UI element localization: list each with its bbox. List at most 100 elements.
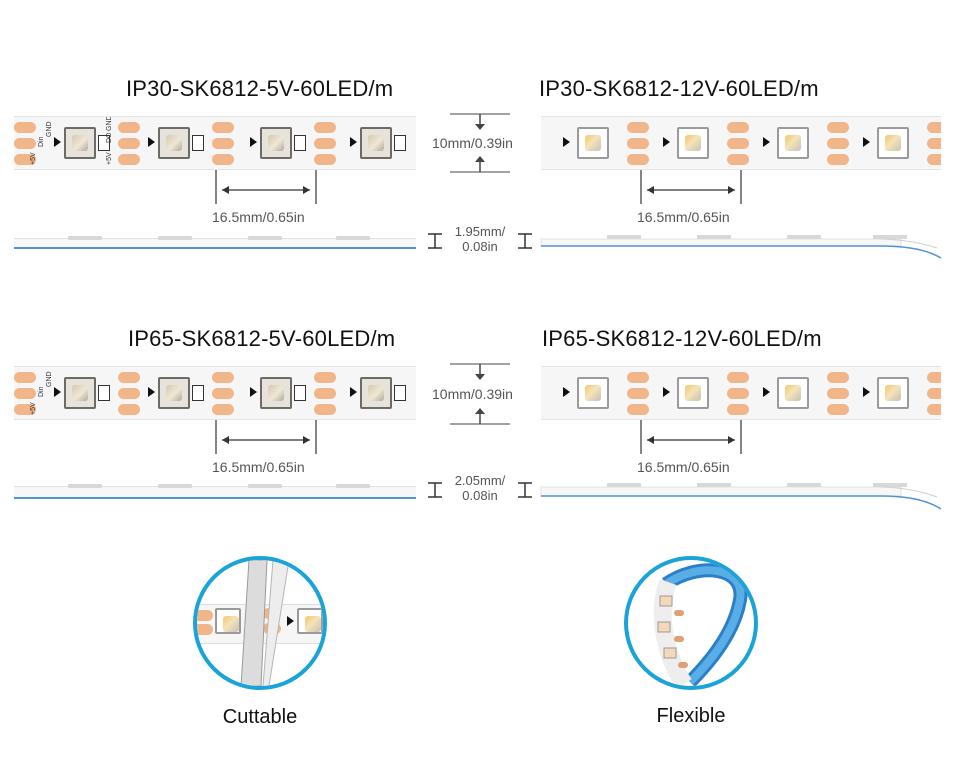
solder-pad: [14, 372, 36, 383]
led-chip: [260, 377, 292, 409]
data-direction-arrow-icon: [350, 137, 357, 147]
led-strip-ip65-5v: +5V Din GND: [14, 366, 416, 420]
led-chip: [360, 127, 392, 159]
solder-pad: [927, 138, 941, 149]
led-chip: [777, 127, 809, 159]
solder-pad: [927, 154, 941, 165]
data-direction-arrow-icon: [863, 137, 870, 147]
cuttable-illustration: [193, 556, 327, 690]
data-direction-arrow-icon: [350, 387, 357, 397]
led-chip: [260, 127, 292, 159]
led-strip-ip65-12v: [541, 366, 941, 420]
flexible-strip-loop: [653, 563, 748, 686]
component-bump: [248, 236, 282, 240]
pitch-dimension-ip30-5v: [215, 170, 317, 204]
solder-pad: [314, 138, 336, 149]
component-bump: [248, 484, 282, 488]
side-profile-ip65-12v: [540, 483, 942, 510]
title-ip65-12v: IP65-SK6812-12V-60LED/m: [542, 326, 822, 351]
solder-pad: [212, 122, 234, 133]
pcb-marking-gnd: GND: [46, 371, 53, 387]
thickness-bracket-right-ip30: [518, 233, 532, 249]
pcb-marking-gnd: GND: [106, 116, 113, 131]
data-direction-arrow-icon: [287, 616, 294, 626]
width-label-ip30: 10mm/0.39in: [432, 135, 513, 151]
flexible-illustration: [624, 556, 758, 690]
solder-pad: [118, 372, 140, 383]
led-chip: [577, 127, 609, 159]
pitch-label-ip30-5v: 16.5mm/0.65in: [212, 209, 305, 225]
solder-pad: [727, 372, 749, 383]
led-chip: [158, 377, 190, 409]
solder-pad: [627, 404, 649, 415]
solder-pad: [212, 404, 234, 415]
title-ip65-5v: IP65-SK6812-5V-60LED/m: [128, 326, 396, 351]
led-chip: [677, 377, 709, 409]
component-bump: [158, 484, 192, 488]
solder-pad: [727, 122, 749, 133]
data-direction-arrow-icon: [563, 387, 570, 397]
led-strip-ip30-5v: +5V Din GND +5V DO GND: [14, 116, 416, 170]
capacitor: [98, 385, 110, 401]
solder-pad: [212, 154, 234, 165]
title-ip30-12v: IP30-SK6812-12V-60LED/m: [539, 76, 819, 101]
solder-pad: [314, 372, 336, 383]
solder-pad: [827, 122, 849, 133]
pcb-marking-5v: +5V: [106, 152, 113, 165]
component-bump: [336, 484, 370, 488]
side-profile-ip65-5v: [14, 484, 416, 499]
data-direction-arrow-icon: [663, 137, 670, 147]
thickness-label-ip30-mm: 1.95mm/: [454, 224, 506, 239]
solder-pad: [14, 122, 36, 133]
pcb-marking-din: Din: [38, 386, 45, 397]
thickness-bracket-right-ip65: [518, 482, 532, 498]
side-profile-ip30-12v: [540, 235, 942, 259]
solder-pad: [627, 154, 649, 165]
pcb-marking-do: DO: [106, 132, 113, 144]
data-direction-arrow-icon: [763, 387, 770, 397]
solder-pad: [627, 138, 649, 149]
component-bump: [68, 484, 102, 488]
pitch-label-ip65-12v: 16.5mm/0.65in: [637, 459, 730, 475]
pitch-dimension-ip65-5v: [215, 420, 317, 454]
pcb-marking-5v: +5V: [30, 152, 37, 165]
solder-pad: [314, 122, 336, 133]
led-chip: [360, 377, 392, 409]
solder-pad: [627, 122, 649, 133]
solder-pad: [118, 404, 140, 415]
solder-pad: [927, 122, 941, 133]
width-dimension-ip65: [450, 363, 510, 425]
solder-pad: [627, 388, 649, 399]
pitch-dimension-ip65-12v: [640, 420, 742, 454]
capacitor: [394, 135, 406, 151]
solder-pad: [314, 404, 336, 415]
led-chip: [64, 377, 96, 409]
solder-pad: [927, 372, 941, 383]
led-chip: [64, 127, 96, 159]
solder-pad: [727, 404, 749, 415]
component-bump: [336, 236, 370, 240]
solder-pad: [118, 138, 140, 149]
data-direction-arrow-icon: [250, 137, 257, 147]
pcb-marking-5v: +5V: [30, 402, 37, 415]
capacitor: [192, 385, 204, 401]
solder-pad: [14, 404, 36, 415]
capacitor: [294, 385, 306, 401]
pcb-marking-gnd: GND: [46, 121, 53, 137]
data-direction-arrow-icon: [148, 387, 155, 397]
solder-pad: [927, 404, 941, 415]
solder-pad: [118, 388, 140, 399]
solder-pad: [197, 610, 213, 621]
component-bump: [68, 236, 102, 240]
solder-pad: [212, 372, 234, 383]
solder-pad: [827, 372, 849, 383]
thickness-label-ip65: 2.05mm/ 0.08in: [444, 473, 516, 503]
pcb-marking-din: Din: [38, 136, 45, 147]
solder-pad: [727, 388, 749, 399]
led-chip: [297, 608, 323, 634]
solder-pad: [197, 624, 213, 635]
thickness-label-ip65-in: 0.08in: [462, 488, 498, 503]
solder-pad: [927, 388, 941, 399]
component-bump: [158, 236, 192, 240]
led-chip: [877, 127, 909, 159]
